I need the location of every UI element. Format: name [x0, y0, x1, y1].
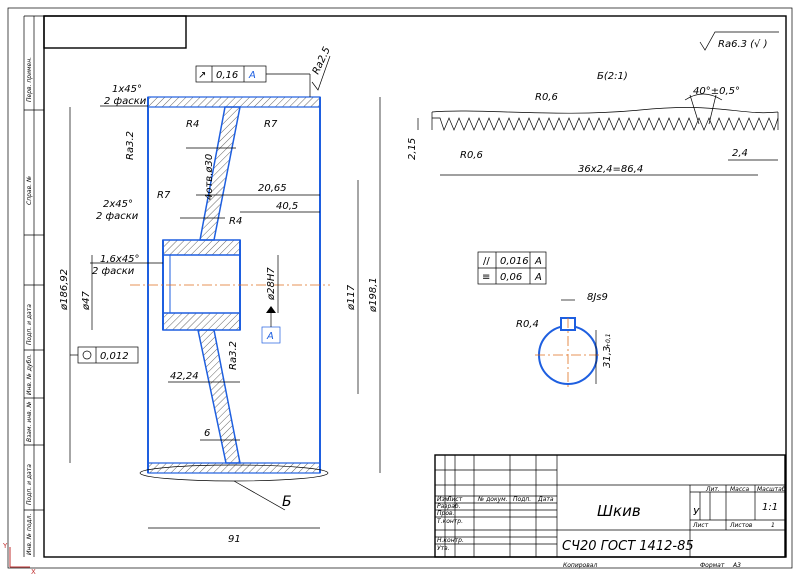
svg-text:0,012: 0,012 — [100, 351, 129, 362]
svg-text:2 фаски: 2 фаски — [96, 211, 139, 222]
svg-text:Утв.: Утв. — [437, 545, 450, 552]
svg-text:R0,6: R0,6 — [460, 150, 483, 161]
outer-frame — [7, 7, 793, 569]
svg-text:A: A — [248, 70, 256, 81]
view-b-label: Б — [282, 494, 292, 510]
main-view: Б 1x45° 2 фаски 2x45° 2 фаски 1,6x45° 2 … — [59, 45, 381, 545]
svg-text:↗: ↗ — [198, 70, 206, 81]
svg-text:Пров.: Пров. — [437, 510, 455, 517]
svg-text:42,24: 42,24 — [170, 371, 199, 382]
svg-text:A: A — [266, 331, 274, 342]
svg-text:Т.контр.: Т.контр. — [437, 518, 463, 525]
roughness-top: Ra2.5 — [311, 45, 333, 91]
svg-text:6: 6 — [204, 428, 210, 439]
svg-text:Изм.: Изм. — [437, 496, 451, 503]
svg-text:20,65: 20,65 — [258, 183, 287, 194]
svg-text:2,15: 2,15 — [407, 138, 418, 160]
svg-text:1:1: 1:1 — [762, 502, 778, 513]
corner-axes: X Y — [2, 542, 36, 576]
svg-text:91: 91 — [228, 534, 241, 545]
svg-text:Лист: Лист — [692, 522, 709, 529]
svg-text:Масса: Масса — [730, 486, 749, 493]
svg-text:1,6x45°: 1,6x45° — [100, 254, 140, 265]
svg-text://: // — [483, 256, 490, 267]
svg-text:Листов: Листов — [729, 522, 753, 529]
svg-text:0,06: 0,06 — [500, 272, 522, 283]
svg-text:R7: R7 — [264, 119, 278, 130]
svg-text:№ докум.: № докум. — [477, 496, 508, 503]
svg-text:Подп.: Подп. — [513, 496, 531, 503]
svg-text:1: 1 — [771, 522, 775, 529]
svg-text:Ra3.2: Ra3.2 — [228, 341, 239, 370]
svg-text:R0,6: R0,6 — [535, 92, 558, 103]
svg-text:Б(2:1): Б(2:1) — [597, 71, 628, 82]
svg-text:Формат: Формат — [700, 562, 725, 569]
corner-y: Y — [2, 542, 8, 550]
part-material: СЧ20 ГОСТ 1412-85 — [562, 539, 694, 554]
svg-text:1x45°: 1x45° — [112, 84, 142, 95]
svg-text:R7: R7 — [157, 190, 171, 201]
svg-text:R4: R4 — [229, 216, 242, 227]
svg-text:Ra3.2: Ra3.2 — [125, 131, 136, 160]
svg-text:36х2,4=86,4: 36х2,4=86,4 — [578, 164, 643, 175]
svg-text:Лит.: Лит. — [705, 486, 720, 493]
svg-text:0,16: 0,16 — [216, 70, 238, 81]
svg-text:40°±0,5°: 40°±0,5° — [693, 86, 740, 97]
side-label-2: Справ. № — [26, 176, 33, 205]
side-stamp: Перв. примен. Справ. № Подп. и дата Инв.… — [23, 15, 44, 557]
datum-a: A — [261, 306, 281, 344]
roughness-main: Ra6.3 (√ ) — [699, 31, 779, 51]
svg-text:A: A — [534, 256, 542, 267]
svg-text:40,5: 40,5 — [276, 201, 298, 212]
svg-text:≡: ≡ — [482, 272, 490, 283]
svg-text:Масштаб: Масштаб — [757, 486, 786, 493]
svg-text:ø117: ø117 — [346, 284, 357, 311]
title-block: Изм. Лист № докум. Подп. Дата Разраб. Пр… — [434, 454, 786, 569]
svg-text:A: A — [534, 272, 542, 283]
inner-frame — [43, 15, 787, 558]
detail-b: Б(2:1) R0,6 R0,6 40°±0,5° 2,15 2,4 36х2,… — [407, 71, 779, 176]
side-label-5: Взам. инв. № — [26, 401, 33, 442]
svg-text:Ra6.3 (√ ): Ra6.3 (√ ) — [718, 39, 768, 50]
svg-text:ø198,1: ø198,1 — [368, 277, 379, 313]
svg-text:31,3: 31,3 — [602, 346, 613, 368]
section-view: // ≡ 0,016 A 0,06 A R0,4 8Js9 31,3 +0,1 — [477, 251, 613, 390]
corner-x: X — [31, 568, 36, 576]
svg-text:8Js9: 8Js9 — [587, 292, 608, 303]
roughness-left: Ra3.2 — [125, 131, 136, 160]
runout-frame: ↗ 0,16 A — [195, 65, 311, 97]
svg-text:0,016: 0,016 — [500, 256, 529, 267]
svg-text:ø186,92: ø186,92 — [59, 269, 70, 311]
svg-text:ø47: ø47 — [81, 291, 92, 311]
side-label-7: Инв. № подл. — [26, 514, 33, 555]
circularity-frame: 0,012 — [70, 346, 139, 364]
side-label-1: Перв. примен. — [26, 57, 33, 102]
svg-text:2 фаски: 2 фаски — [92, 266, 135, 277]
svg-text:2 фаски: 2 фаски — [104, 96, 147, 107]
svg-text:Дата: Дата — [537, 496, 554, 503]
svg-text:А3: А3 — [732, 562, 741, 569]
svg-text:У: У — [693, 507, 700, 518]
svg-text:Лист: Лист — [446, 496, 463, 503]
svg-text:R0,4: R0,4 — [516, 319, 539, 330]
svg-text:Разраб.: Разраб. — [437, 503, 461, 510]
svg-text:2x45°: 2x45° — [103, 199, 133, 210]
svg-text:Н.контр.: Н.контр. — [437, 537, 464, 544]
svg-text:4отв.ø30: 4отв.ø30 — [204, 154, 215, 200]
svg-text:R4: R4 — [186, 119, 199, 130]
top-left-box — [43, 15, 187, 49]
side-label-3: Подп. и дата — [26, 304, 33, 345]
svg-text:Ra2.5: Ra2.5 — [311, 45, 333, 76]
svg-text:ø28H7: ø28H7 — [266, 267, 277, 301]
side-label-4: Инв. № дубл. — [26, 354, 33, 395]
side-label-6: Подп. и дата — [26, 464, 33, 505]
svg-text:Копировал: Копировал — [563, 562, 597, 569]
svg-text:2,4: 2,4 — [732, 148, 748, 159]
parallel-frame: // ≡ 0,016 A 0,06 A — [477, 251, 547, 285]
roughness-inner: Ra3.2 — [228, 341, 239, 370]
part-name: Шкив — [597, 502, 641, 520]
svg-text:+0,1: +0,1 — [605, 333, 612, 348]
